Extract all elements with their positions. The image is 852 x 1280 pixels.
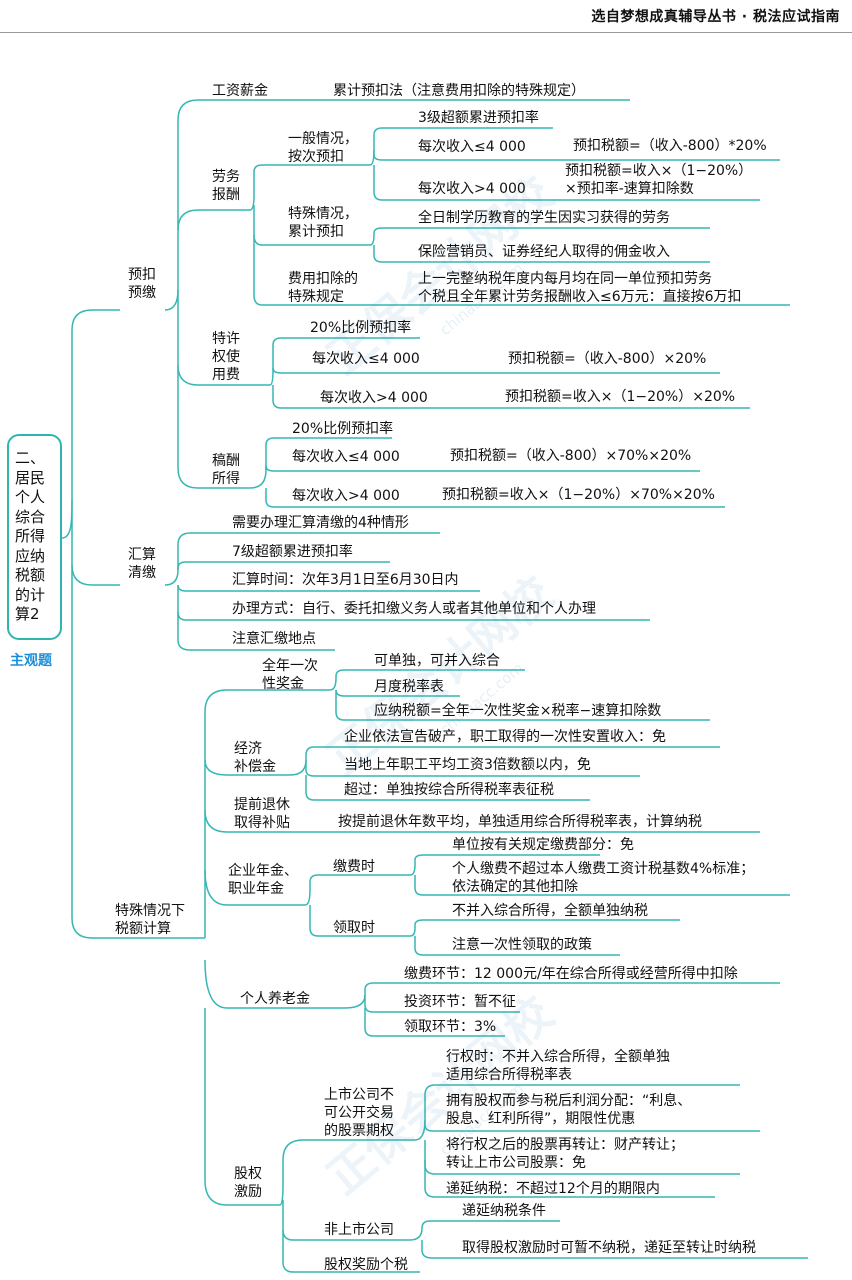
- gongzi-rule: 累计预扣法（注意费用扣除的特殊规定）: [333, 83, 585, 99]
- guquan-listed-item: 拥有股权而参与税后利润分配：“利息、 股息、红利所得”，期限性优惠: [446, 1093, 692, 1127]
- jiangjin-item: 月度税率表: [374, 679, 444, 695]
- node-texu: 特许 权使 用费: [212, 331, 240, 383]
- laowu-lte-formula: 预扣税额=（收入-800）*20%: [573, 138, 767, 154]
- huisuan-item: 注意汇缴地点: [232, 631, 316, 647]
- node-nianjin-jiaofei: 缴费时: [333, 859, 375, 875]
- node-jiangjin: 全年一次 性奖金: [262, 658, 318, 692]
- node-gongzi: 工资薪金: [212, 83, 268, 99]
- guquan-unlisted-item: 递延纳税条件: [462, 1203, 546, 1219]
- node-nianjin: 企业年金、 职业年金: [228, 863, 298, 897]
- buchang-item: 超过：单独按综合所得税率表征税: [344, 782, 554, 798]
- node-gaochou: 稿酬 所得: [212, 453, 240, 487]
- node-laowu-general: 一般情况， 按次预扣: [288, 131, 358, 165]
- guquan-listed-item: 将行权之后的股票再转让：财产转让； 转让上市公司股票：免: [446, 1137, 684, 1171]
- tuixiu-text: 按提前退休年数平均，单独适用综合所得税率表，计算纳税: [338, 814, 702, 830]
- jiangjin-item: 应纳税额=全年一次性奖金×税率−速算扣除数: [374, 703, 662, 719]
- jiangjin-item: 可单独，可并入综合: [374, 653, 500, 669]
- node-teshu: 特殊情况下 税额计算: [115, 903, 185, 937]
- texu-gt-formula: 预扣税额=收入×（1−20%）×20%: [505, 389, 736, 405]
- yanglao-item: 领取环节：3%: [404, 1019, 497, 1035]
- yanglao-item: 缴费环节：12 000元/年在综合所得或经营所得中扣除: [404, 966, 738, 982]
- header-divider: [0, 32, 852, 33]
- laowu-special-item2: 保险营销员、证券经纪人取得的佣金收入: [418, 244, 670, 260]
- node-guquan-unlisted: 非上市公司: [324, 1222, 394, 1238]
- nianjin-jiaofei-item: 单位按有关规定缴费部分：免: [452, 837, 634, 853]
- texu-lte-cond: 每次收入≤4 000: [312, 351, 420, 367]
- huisuan-item: 办理方式：自行、委托扣缴义务人或者其他单位和个人办理: [232, 601, 596, 617]
- nianjin-jiaofei-item: 个人缴费不超过本人缴费工资计税基数4%标准； 依法确定的其他扣除: [452, 861, 755, 895]
- node-laowu-deduct: 费用扣除的 特殊规定: [288, 271, 358, 305]
- node-guquan: 股权 激励: [234, 1166, 262, 1200]
- texu-gt-cond: 每次收入>4 000: [320, 390, 428, 406]
- node-yanglao: 个人养老金: [240, 991, 310, 1007]
- huisuan-item: 需要办理汇算清缴的4种情形: [232, 515, 409, 531]
- laowu-gt-formula: 预扣税额=收入×（1−20%） ×预扣率-速算扣除数: [565, 163, 753, 197]
- root-node-frame: [7, 434, 62, 640]
- node-laowu: 劳务 报酬: [212, 169, 240, 203]
- gaochou-gt-cond: 每次收入>4 000: [292, 488, 400, 504]
- root-node-title: 二、居民个人综合所得应纳税额的计算2: [15, 449, 46, 623]
- nianjin-lingqu-item: 不并入综合所得，全额单独纳税: [452, 903, 648, 919]
- node-guquan-reward: 股权奖励个税: [324, 1257, 408, 1273]
- guquan-listed-item: 行权时：不并入综合所得，全额单独 适用综合所得税率表: [446, 1049, 670, 1083]
- laowu-special-item1: 全日制学历教育的学生因实习获得的劳务: [418, 210, 670, 226]
- guquan-unlisted-item: 取得股权激励时可暂不纳税，递延至转让时纳税: [462, 1240, 756, 1256]
- laowu-deduct-text: 上一完整纳税年度内每月均在同一单位预扣劳务 个税且全年累计劳务报酬收入≤6万元：…: [418, 271, 742, 305]
- gaochou-lte-cond: 每次收入≤4 000: [292, 449, 400, 465]
- guquan-listed-item: 递延纳税：不超过12个月的期限内: [446, 1181, 660, 1197]
- book-title: 选自梦想成真辅导丛书 · 税法应试指南: [591, 9, 840, 25]
- buchang-item: 当地上年职工平均工资3倍数额以内，免: [344, 757, 591, 773]
- node-guquan-listed: 上市公司不 可公开交易 的股票期权: [324, 1087, 394, 1139]
- gaochou-rate: 20%比例预扣率: [292, 421, 394, 437]
- node-laowu-special: 特殊情况， 累计预扣: [288, 206, 358, 240]
- node-buchang: 经济 补偿金: [234, 741, 276, 775]
- laowu-general-rate: 3级超额累进预扣率: [418, 110, 539, 126]
- nianjin-lingqu-item: 注意一次性领取的政策: [452, 937, 592, 953]
- gaochou-gt-formula: 预扣税额=收入×（1−20%）×70%×20%: [442, 487, 715, 503]
- texu-lte-formula: 预扣税额=（收入-800）×20%: [508, 351, 707, 367]
- huisuan-item: 汇算时间：次年3月1日至6月30日内: [232, 572, 459, 588]
- node-nianjin-lingqu: 领取时: [333, 920, 375, 936]
- laowu-gt-cond: 每次收入>4 000: [418, 181, 526, 197]
- node-huisuan: 汇算 清缴: [128, 547, 156, 581]
- laowu-lte-cond: 每次收入≤4 000: [418, 139, 526, 155]
- node-tuixiu: 提前退休 取得补贴: [234, 797, 290, 831]
- question-type-badge: 主观题: [10, 653, 52, 669]
- texu-rate: 20%比例预扣率: [310, 320, 412, 336]
- node-yukou: 预扣 预缴: [128, 267, 156, 301]
- gaochou-lte-formula: 预扣税额=（收入-800）×70%×20%: [450, 448, 692, 464]
- yanglao-item: 投资环节：暂不征: [404, 994, 516, 1010]
- huisuan-item: 7级超额累进预扣率: [232, 544, 353, 560]
- buchang-item: 企业依法宣告破产，职工取得的一次性安置收入：免: [344, 729, 666, 745]
